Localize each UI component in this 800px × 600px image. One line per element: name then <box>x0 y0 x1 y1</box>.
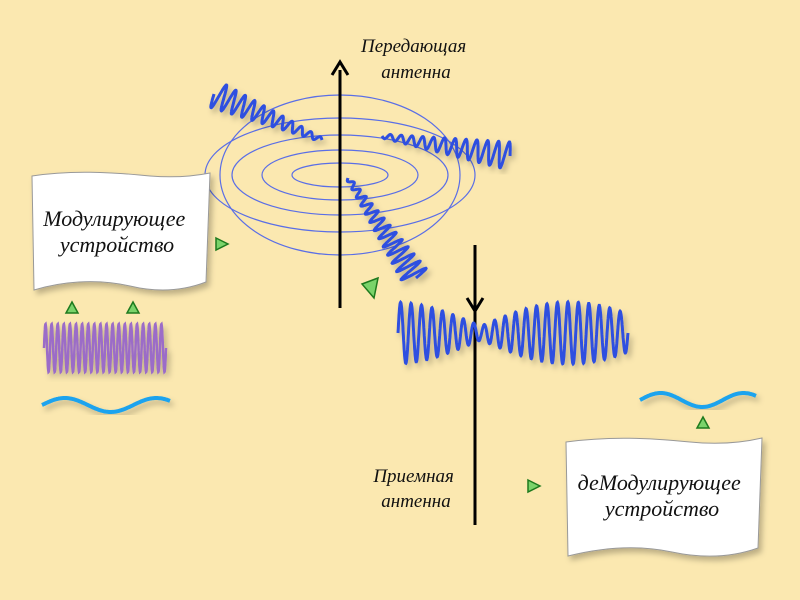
radio-wave-beam-left <box>209 83 324 141</box>
triangle-marker-icon <box>695 415 711 429</box>
carrier-wave <box>42 321 168 375</box>
receive-antenna-label: Приемная антенна <box>372 466 458 512</box>
demodulator-label: деМодулирующее устройство <box>578 470 747 521</box>
output-signal-wave <box>639 391 757 409</box>
radio-wave-beam-down <box>345 177 428 282</box>
input-signal-wave <box>41 396 171 414</box>
modulator-card <box>31 171 211 291</box>
transmit-antenna-label: Передающая антенна <box>360 36 471 83</box>
triangle-marker-icon <box>125 300 141 314</box>
radio-wave-beam-right <box>380 132 512 170</box>
up-arrow-icon <box>330 59 350 76</box>
triangle-marker-icon <box>215 236 230 252</box>
triangle-marker-icon <box>64 300 80 314</box>
modulator-label: Модулирующее устройство <box>42 206 191 257</box>
triangle-marker-icon <box>527 478 542 494</box>
triangle-marker-icon <box>360 276 380 300</box>
demodulator-card <box>565 437 763 557</box>
down-arrow-icon <box>465 297 485 314</box>
received-modulated-wave <box>396 299 630 367</box>
flow-markers <box>64 236 711 494</box>
